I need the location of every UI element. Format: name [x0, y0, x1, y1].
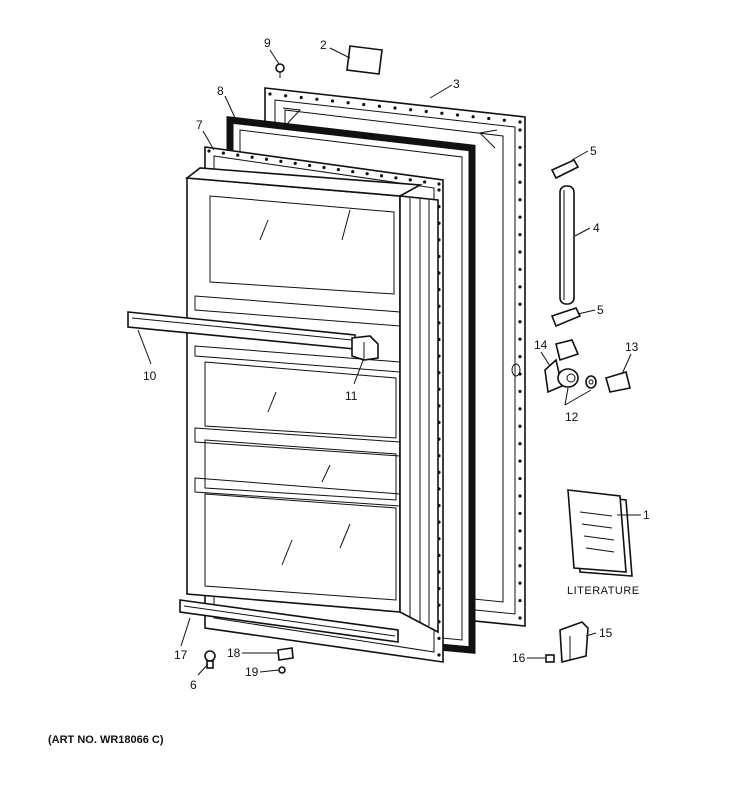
- latch-bracket: [544, 339, 580, 394]
- callout-16: 16: [512, 651, 526, 665]
- literature-booklet: [567, 489, 633, 577]
- leader-lines: [137, 47, 641, 676]
- callout-3: 3: [453, 77, 460, 91]
- callout-19: 19: [245, 665, 259, 679]
- door-stop-bracket: [559, 621, 589, 664]
- callout-18: 18: [227, 646, 241, 660]
- part-screw-top: [275, 63, 285, 78]
- callout-10: 10: [143, 369, 157, 383]
- lock-cylinder: [557, 368, 597, 389]
- outer-door-holes: [268, 92, 522, 620]
- bottom-rail: [179, 599, 399, 643]
- part-tiny-screw: [278, 666, 286, 674]
- hinge-rod: [559, 185, 575, 305]
- part-clip: [277, 647, 294, 661]
- callout-14: 14: [534, 338, 548, 352]
- callout-9: 9: [264, 36, 271, 50]
- callout-8: 8: [217, 84, 224, 98]
- callout-5-top: 5: [590, 144, 597, 158]
- callout-7: 7: [196, 118, 203, 132]
- callout-2: 2: [320, 38, 327, 52]
- callout-13: 13: [625, 340, 639, 354]
- hinge-clip-top: [550, 158, 580, 180]
- art-number: (ART NO. WR18066 C): [48, 734, 164, 746]
- callout-11: 11: [345, 389, 358, 403]
- lock-key: [605, 370, 631, 393]
- callout-1: 1: [643, 508, 650, 522]
- callout-12: 12: [565, 410, 579, 424]
- bar-end-cap: [351, 335, 379, 361]
- part-screw-bottom: [204, 650, 216, 669]
- part-plate: [346, 45, 383, 75]
- literature-label: LITERATURE: [567, 585, 640, 597]
- door-liner: [184, 167, 439, 634]
- hinge-clip-bottom: [550, 307, 582, 328]
- callout-15: 15: [599, 626, 613, 640]
- callout-5-bottom: 5: [597, 303, 604, 317]
- callout-6: 6: [190, 678, 197, 692]
- callout-17: 17: [174, 648, 188, 662]
- plug: [545, 654, 555, 663]
- callout-4: 4: [593, 221, 600, 235]
